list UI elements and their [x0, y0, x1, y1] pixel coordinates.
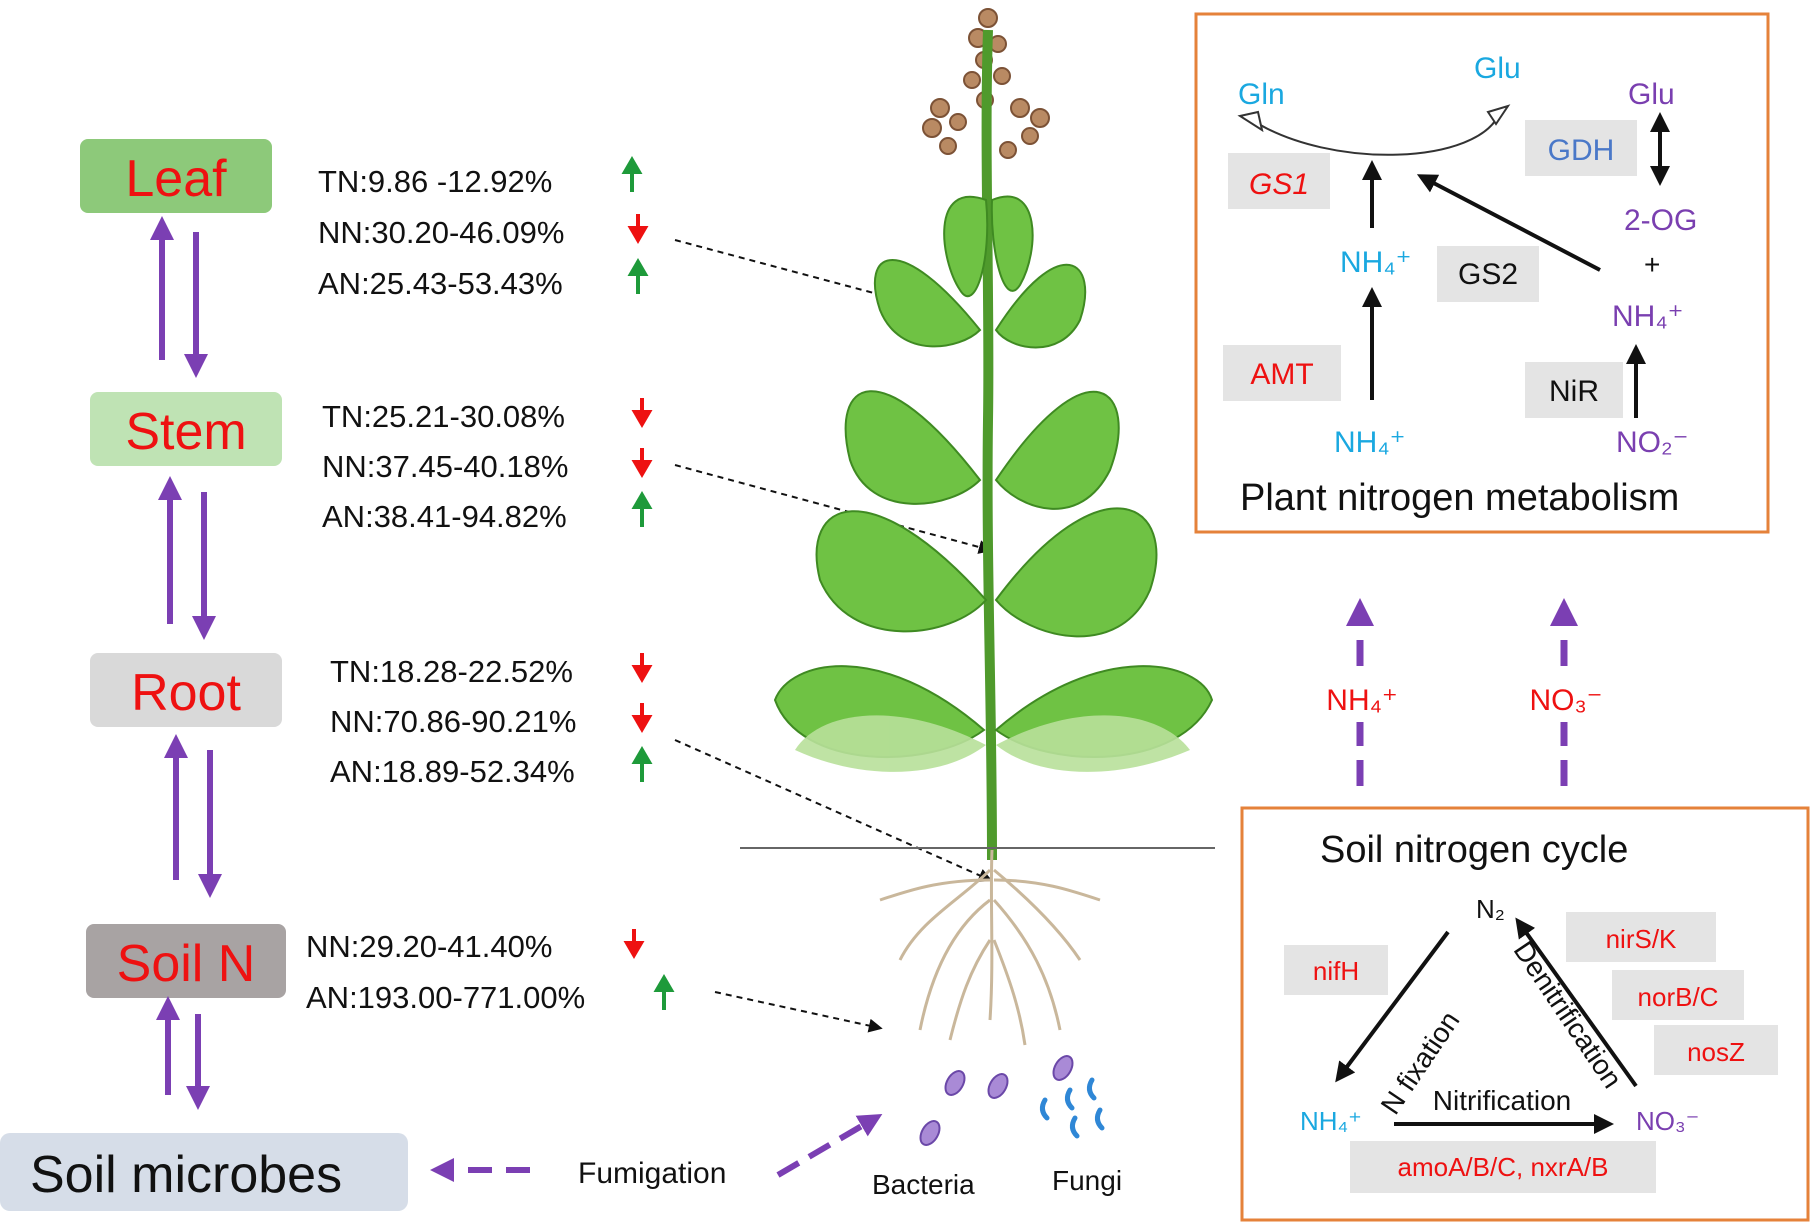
- trend-up-arrow: [653, 974, 675, 1010]
- nh4-low-label: NH₄⁺: [1334, 426, 1405, 459]
- organ-soil-n-label: Soil N: [117, 935, 256, 993]
- pointer-root: [674, 739, 993, 882]
- nosz-label: nosZ: [1687, 1037, 1745, 1067]
- trend-down-arrow: [623, 929, 645, 959]
- gs1-label: GS1: [1249, 168, 1309, 201]
- nirsk-label: nirS/K: [1606, 924, 1677, 954]
- fungi-label: Fungi: [1052, 1165, 1122, 1196]
- nifh-label: nifH: [1313, 956, 1359, 986]
- trend-down-arrow: [631, 653, 653, 683]
- microbes: Bacteria Fungi: [872, 1055, 1122, 1200]
- nir-label: NiR: [1549, 375, 1599, 408]
- no3-uptake-label: NO₃⁻: [1529, 684, 1602, 717]
- plant-metabolism-panel: Gln Glu Glu GDH GS1 2-OG + NH₄⁺ GS2 NH₄⁺…: [1194, 12, 1770, 534]
- trend-down-arrow: [631, 398, 653, 428]
- trend-arrows: [621, 156, 675, 1010]
- plus-label: +: [1644, 249, 1660, 280]
- glu-right-label: Glu: [1628, 78, 1675, 111]
- leaf-stat-tn: TN:9.86 -12.92%: [318, 164, 552, 199]
- organ-leaf: Leaf: [80, 139, 272, 213]
- stem-stat-nn: NN:37.45-40.18%: [322, 449, 568, 484]
- no2-label: NO₂⁻: [1616, 426, 1688, 459]
- transport-arrows: [150, 216, 222, 1110]
- root-stat-tn: TN:18.28-22.52%: [330, 654, 573, 689]
- fumigation-arrow-to-bacteria: [776, 1113, 883, 1178]
- amt-label: AMT: [1250, 358, 1313, 391]
- roots: [879, 849, 1101, 1046]
- soil-stat-nn: NN:29.20-41.40%: [306, 929, 552, 964]
- organ-leaf-label: Leaf: [125, 150, 227, 208]
- organ-column: Leaf Stem Root Soil N Soil microbes: [0, 139, 408, 1211]
- amo-nxr-label: amoA/B/C, nxrA/B: [1398, 1152, 1609, 1182]
- n2-label: N₂: [1476, 894, 1505, 924]
- trend-up-arrow: [627, 258, 649, 294]
- organ-stats: TN:9.86 -12.92% NN:30.20-46.09% AN:25.43…: [306, 164, 585, 1015]
- norbc-label: norB/C: [1638, 982, 1719, 1012]
- pointer-soil: [714, 991, 883, 1033]
- soil-cycle-title: Soil nitrogen cycle: [1320, 829, 1628, 871]
- bacteria-label: Bacteria: [872, 1169, 975, 1200]
- leaf-stat-nn: NN:30.20-46.09%: [318, 215, 564, 250]
- soil-microbes-label: Soil microbes: [30, 1146, 342, 1204]
- trend-up-arrow: [621, 156, 643, 192]
- pointer-leaf: [674, 239, 903, 304]
- soil-stat-an: AN:193.00-771.00%: [306, 980, 585, 1015]
- glu-top-label: Glu: [1474, 52, 1521, 85]
- soil-nh4-label: NH₄⁺: [1300, 1106, 1362, 1136]
- organ-stem-label: Stem: [125, 403, 246, 461]
- organ-stem: Stem: [90, 392, 282, 466]
- gln-label: Gln: [1238, 78, 1285, 111]
- two-og-label: 2-OG: [1624, 204, 1697, 237]
- stem-stat-an: AN:38.41-94.82%: [322, 499, 567, 534]
- nh4-right-label: NH₄⁺: [1612, 300, 1683, 333]
- trend-down-arrow: [631, 448, 653, 478]
- trend-down-arrow: [631, 703, 653, 733]
- root-stat-nn: NN:70.86-90.21%: [330, 704, 576, 739]
- fungi-icons: [1039, 1077, 1105, 1139]
- nh4-mid-label: NH₄⁺: [1340, 246, 1411, 279]
- soil-cycle-panel: Soil nitrogen cycle N₂ nifH nirS/K norB/…: [1240, 806, 1810, 1222]
- root-stat-an: AN:18.89-52.34%: [330, 754, 575, 789]
- nh4-uptake-label: NH₄⁺: [1326, 684, 1397, 717]
- fumigation: Fumigation: [430, 1113, 883, 1190]
- leaf-stat-an: AN:25.43-53.43%: [318, 266, 563, 301]
- soil-microbes-box: Soil microbes: [0, 1133, 408, 1211]
- tobacco-plant-illustration: [740, 8, 1215, 1046]
- stem-stat-tn: TN:25.21-30.08%: [322, 399, 565, 434]
- trend-up-arrow: [631, 491, 653, 527]
- gdh-label: GDH: [1548, 134, 1615, 167]
- uptake-arrows: NH₄⁺ NO₃⁻: [1322, 598, 1606, 786]
- organ-root-label: Root: [131, 664, 241, 722]
- organ-soil-n: Soil N: [86, 924, 286, 998]
- trend-down-arrow: [627, 214, 649, 244]
- plant-metabolism-title: Plant nitrogen metabolism: [1240, 477, 1679, 519]
- soil-no3-label: NO₃⁻: [1636, 1106, 1699, 1136]
- gs2-label: GS2: [1458, 258, 1518, 291]
- trend-up-arrow: [631, 746, 653, 782]
- nitrification-label: Nitrification: [1433, 1085, 1571, 1116]
- pointer-arrows: [674, 239, 993, 1033]
- organ-root: Root: [90, 653, 282, 727]
- fumigation-label: Fumigation: [578, 1157, 726, 1190]
- bacteria-icons: [919, 1055, 1074, 1146]
